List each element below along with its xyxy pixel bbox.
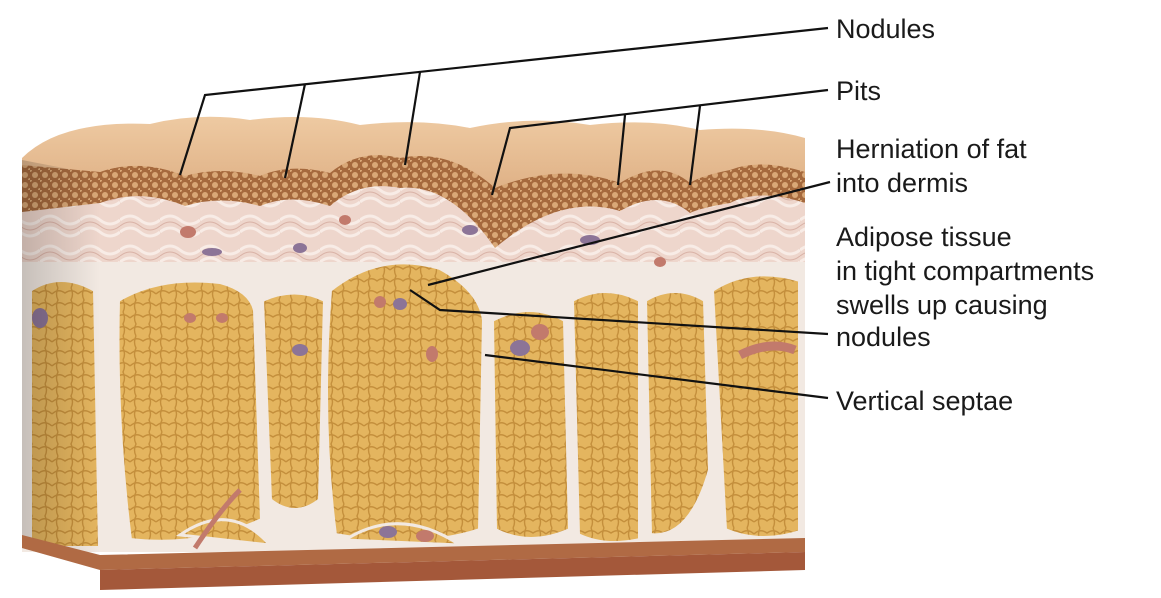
adipose-label-line2: in tight compartments	[836, 256, 1094, 286]
herniation-label-line1: Herniation of fat	[836, 134, 1027, 164]
pits-label: Pits	[836, 76, 881, 106]
nodules-label: Nodules	[836, 14, 935, 44]
septae-label: Vertical septae	[836, 386, 1013, 416]
adipose-label-line1: Adipose tissue	[836, 222, 1012, 252]
herniation-label-line2: into dermis	[836, 168, 968, 198]
adipose-label-line4: nodules	[836, 322, 931, 352]
block-side-face	[22, 160, 100, 570]
fat-lobules	[30, 262, 800, 548]
adipose-label-line3: swells up causing	[836, 290, 1048, 320]
